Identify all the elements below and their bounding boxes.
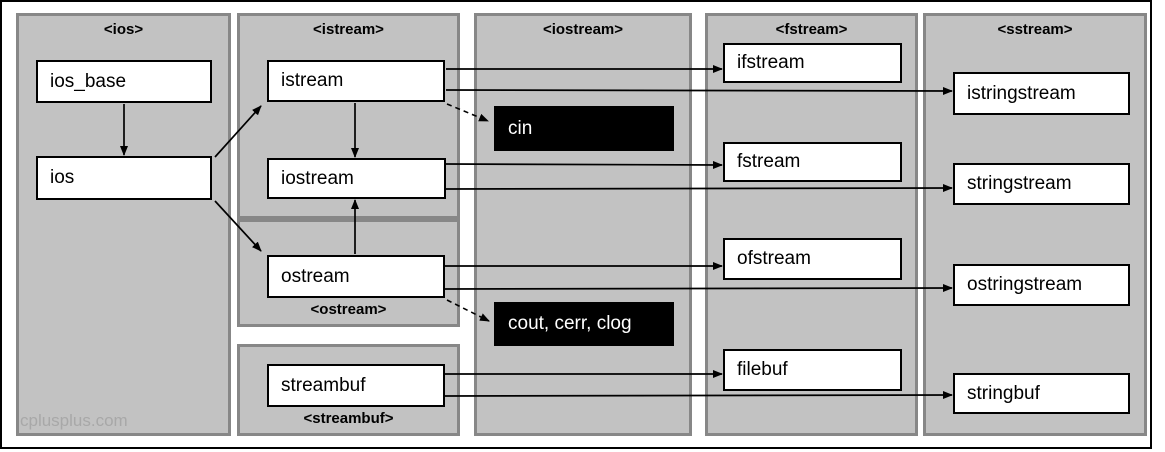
node-iostream[interactable]: iostream bbox=[267, 158, 446, 199]
watermark: cplusplus.com bbox=[20, 411, 128, 430]
node-cout-cerr-clog: cout, cerr, clog bbox=[494, 302, 674, 346]
panel-fstream-header: <fstream> bbox=[775, 21, 848, 38]
node-ifstream[interactable]: ifstream bbox=[723, 43, 902, 83]
panel-streambuf-footer: <streambuf> bbox=[303, 410, 394, 427]
panel-istream-header: <istream> bbox=[313, 21, 384, 38]
node-istringstream[interactable]: istringstream bbox=[953, 72, 1130, 115]
node-istream[interactable]: istream bbox=[267, 60, 445, 102]
node-stringstream[interactable]: stringstream bbox=[953, 163, 1130, 205]
node-ios[interactable]: ios bbox=[36, 156, 212, 200]
node-cin: cin bbox=[494, 106, 674, 151]
node-fstream[interactable]: fstream bbox=[723, 142, 902, 182]
node-stringbuf[interactable]: stringbuf bbox=[953, 373, 1130, 414]
panel-ostream-footer: <ostream> bbox=[310, 301, 387, 318]
panel-iostream: <iostream> bbox=[474, 13, 692, 436]
panel-iostream-header: <iostream> bbox=[542, 21, 624, 38]
node-ostream[interactable]: ostream bbox=[267, 255, 445, 298]
node-ostringstream[interactable]: ostringstream bbox=[953, 264, 1130, 306]
node-streambuf[interactable]: streambuf bbox=[267, 364, 445, 407]
panel-ios-header: <ios> bbox=[103, 21, 144, 38]
node-filebuf[interactable]: filebuf bbox=[723, 349, 902, 391]
node-ios_base[interactable]: ios_base bbox=[36, 60, 212, 103]
panel-sstream-header: <sstream> bbox=[997, 21, 1073, 38]
node-ofstream[interactable]: ofstream bbox=[723, 238, 902, 280]
